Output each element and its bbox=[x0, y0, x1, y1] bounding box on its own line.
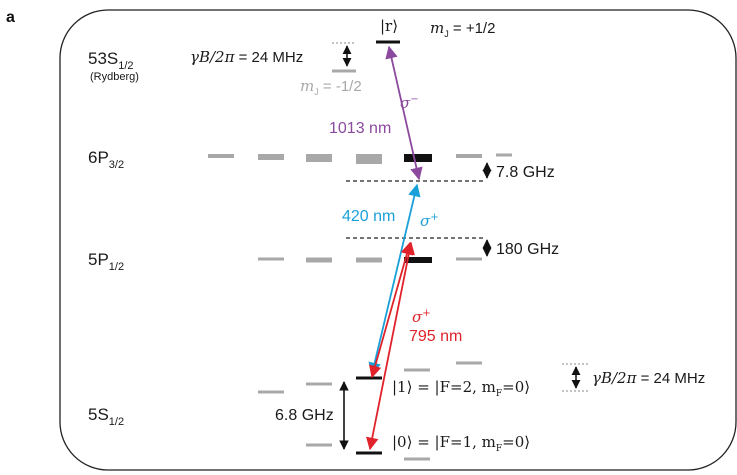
transition-795nm-from-0 bbox=[366, 241, 415, 451]
svg-text:53S1/2: 53S1/2 bbox=[88, 49, 134, 72]
sigma-minus-label: σ− bbox=[400, 94, 419, 112]
mj-minus-label: mJ = -1/2 bbox=[300, 77, 362, 97]
diagram-frame bbox=[59, 9, 737, 471]
svg-text:5S1/2: 5S1/2 bbox=[88, 405, 124, 428]
mj-plus-label: mJ = +1/2 bbox=[430, 19, 495, 39]
gamma-top-label: γB/2π = 24 MHz bbox=[190, 48, 303, 66]
svg-text:(Rydberg): (Rydberg) bbox=[90, 71, 139, 83]
gamma-bottom-label: γB/2π = 24 MHz bbox=[592, 369, 705, 387]
r-ket-label: |r⟩ bbox=[380, 17, 398, 35]
panel-label: a bbox=[6, 9, 15, 26]
ket-0-label: |0⟩ = |F=1, mF=0⟩ bbox=[392, 433, 530, 454]
transition-1013nm bbox=[385, 45, 423, 181]
detuning-180-label: 180 GHz bbox=[496, 241, 559, 258]
state-label-5p12: 5P1/2 bbox=[88, 250, 124, 273]
state-label-6p32: 6P3/2 bbox=[88, 148, 124, 171]
svg-text:5P1/2: 5P1/2 bbox=[88, 250, 124, 273]
sigma-plus-red-label: σ+ bbox=[412, 308, 431, 326]
label-420nm: 420 nm bbox=[342, 208, 395, 225]
svg-text:6P3/2: 6P3/2 bbox=[88, 148, 124, 171]
detuning-78-label: 7.8 GHz bbox=[496, 164, 555, 181]
state-label-rydberg: 53S1/2 (Rydberg) bbox=[88, 49, 139, 83]
ket-1-label: |1⟩ = |F=2, mF=0⟩ bbox=[392, 378, 530, 399]
sigma-plus-blue-label: σ+ bbox=[420, 212, 439, 230]
5p12-sublevels bbox=[258, 257, 482, 263]
state-label-5s12: 5S1/2 bbox=[88, 405, 124, 428]
transition-795nm-from-1 bbox=[369, 241, 413, 379]
hyperfine-68-label: 6.8 GHz bbox=[275, 407, 334, 424]
6p32-sublevels bbox=[208, 153, 512, 164]
label-795nm: 795 nm bbox=[409, 328, 462, 345]
label-1013nm: 1013 nm bbox=[329, 120, 391, 137]
